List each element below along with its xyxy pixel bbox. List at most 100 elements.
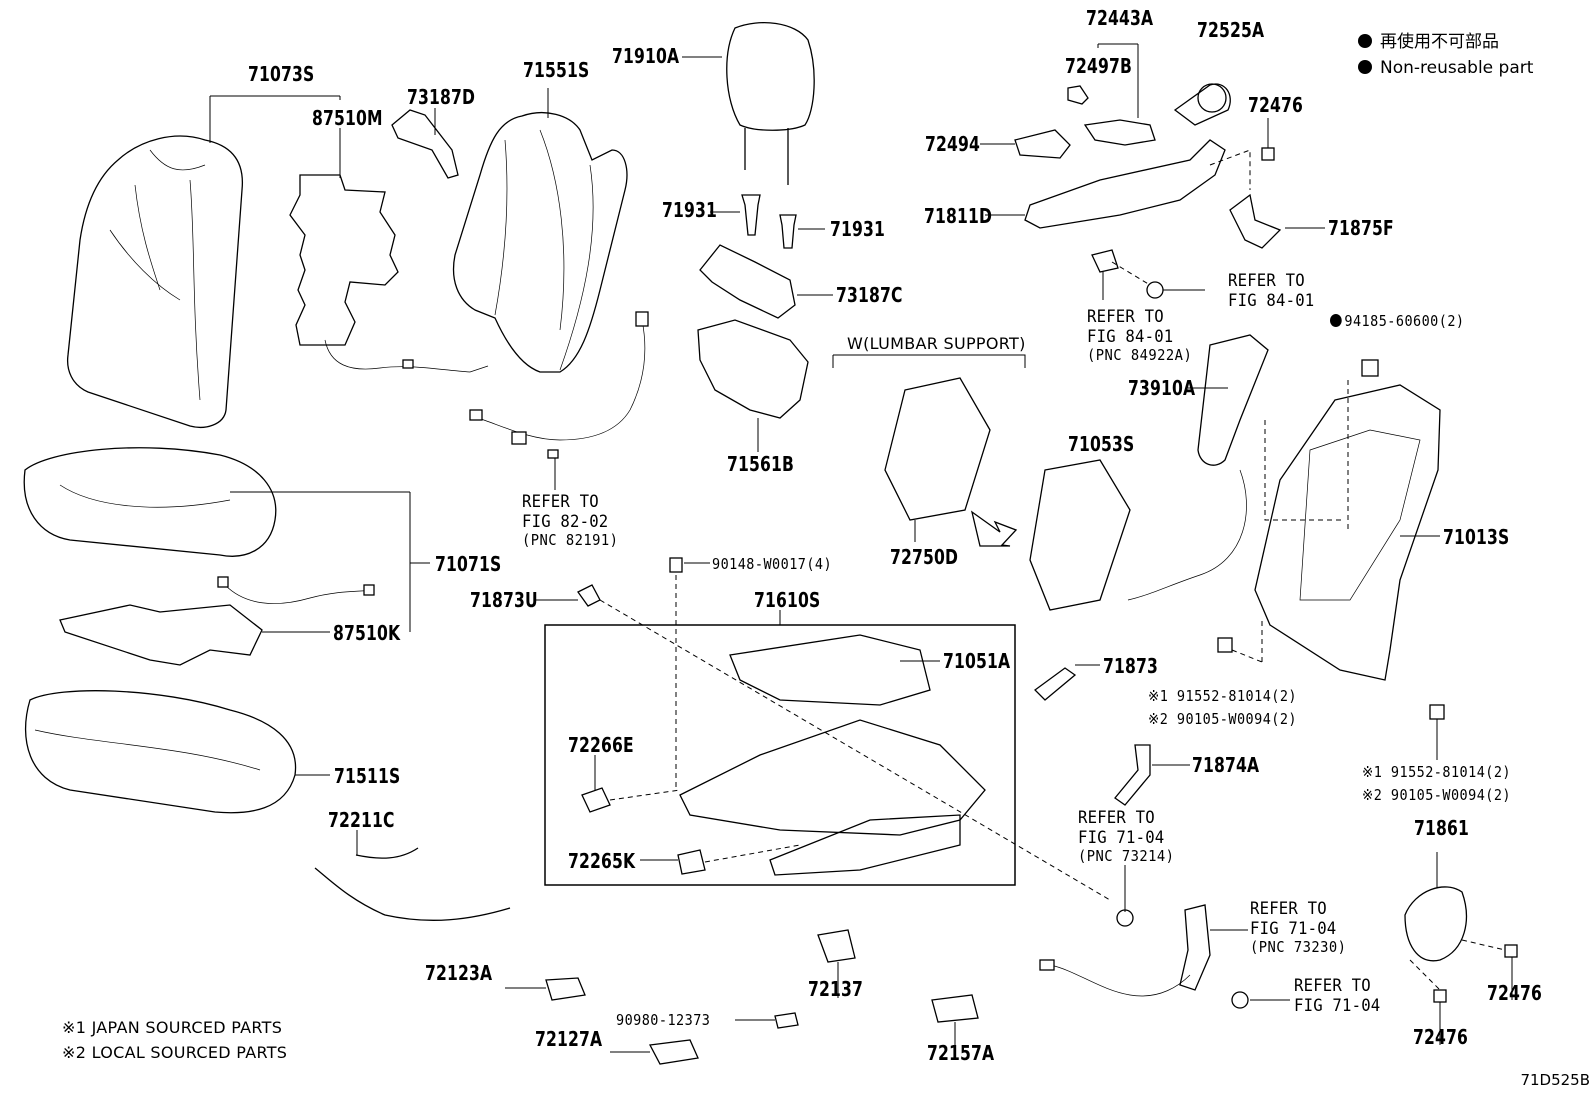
harness-82191-drawing — [477, 319, 646, 441]
spring-71051a-drawing — [729, 634, 931, 706]
part-label: 71874A — [1192, 753, 1260, 777]
lumbar-71053s-drawing — [1029, 459, 1131, 611]
part-label: 71073S — [248, 62, 315, 86]
lumbar-72750d-drawing — [884, 377, 991, 521]
part-label: 71610S — [754, 588, 821, 612]
bolt-label: ※1 91552-81014(2) — [1148, 687, 1298, 705]
part-label: 87510M — [312, 106, 383, 130]
cover-72265k-drawing — [677, 849, 706, 875]
part-label: 71811D — [924, 204, 993, 228]
nut-94185-drawing — [1361, 359, 1379, 377]
part-label: 72127A — [535, 1027, 603, 1051]
clip-72157a-drawing — [931, 994, 979, 1023]
part-label: 71875F — [1328, 216, 1394, 240]
part-label: 72443A — [1086, 6, 1154, 30]
part-label: 71551S — [523, 58, 590, 82]
part-label: 73187C — [836, 283, 903, 307]
part-label: 72123A — [425, 961, 493, 985]
cover-71875f-drawing — [1229, 193, 1282, 249]
cover-71561b-drawing — [697, 319, 809, 419]
bolt-90148-drawing — [669, 557, 683, 573]
arrow-drawing — [970, 510, 1018, 547]
bullet-icon — [1358, 34, 1372, 48]
seatback-pad-drawing — [452, 112, 628, 373]
shield-71811d-drawing — [1024, 139, 1226, 229]
part-label: 71071S — [435, 552, 502, 576]
part-label: 71013S — [1443, 525, 1510, 549]
cushion-cover-drawing — [23, 447, 277, 557]
seatback-cover-drawing — [66, 135, 243, 428]
part-label: 72750D — [890, 545, 959, 569]
buckle-drawing — [1179, 904, 1211, 991]
part-label: 71511S — [334, 764, 401, 788]
part-label: 71053S — [1068, 432, 1135, 456]
bolt-label: ※1 91552-81014(2) — [1362, 763, 1512, 781]
part-label: 72476 — [1248, 93, 1304, 117]
lumbar-support-label: W(LUMBAR SUPPORT) — [847, 334, 1026, 353]
part-label: 73910A — [1128, 376, 1196, 400]
legend-line-1: 再使用不可部品 — [1358, 32, 1499, 52]
lever-72497b-drawing — [1067, 85, 1089, 105]
note-local-sourced: ※2 LOCAL SOURCED PARTS — [62, 1043, 288, 1062]
airbag-73910a-drawing — [1197, 334, 1269, 466]
part-label: 71910A — [612, 44, 680, 68]
cover-72266e-drawing — [581, 787, 611, 813]
part-label: 90148-W0017(4) — [712, 555, 833, 573]
part-label: 72266E — [568, 733, 634, 757]
bolt-label: ※2 90105-W0094(2) — [1362, 786, 1512, 804]
clip-72127a-drawing — [648, 1039, 699, 1065]
headrest-guide-b-drawing — [779, 214, 797, 249]
part-label: 71561B — [727, 452, 795, 476]
part-label: 71931 — [662, 198, 718, 222]
bracket-71873u-drawing — [577, 584, 601, 607]
part-label: 72476 — [1487, 981, 1543, 1005]
cushion-heater-drawing — [59, 604, 263, 666]
cable-72211c-drawing — [314, 867, 511, 921]
seat-adjuster-box — [544, 624, 1016, 886]
lever-72443a-drawing — [1083, 119, 1156, 146]
bracket-71873-drawing — [1034, 667, 1077, 701]
seatback-heater-drawing — [289, 174, 489, 373]
part-label: 72137 — [808, 977, 864, 1001]
part-label: 71873U — [470, 588, 538, 612]
clip-72123a-drawing — [545, 977, 586, 1001]
part-label: 72265K — [568, 849, 636, 873]
headrest-drawing — [726, 22, 815, 185]
figure-code: 71D525B — [1520, 1071, 1590, 1089]
part-label: 71873 — [1103, 654, 1159, 678]
part-label: 71931 — [830, 217, 886, 241]
bracket-73187d-drawing — [391, 109, 459, 179]
adjuster-frame-drawing — [679, 719, 986, 836]
bracket-73187c-drawing — [699, 244, 796, 319]
part-label: 72497B — [1065, 54, 1133, 78]
part-label-94185: 94185-60600(2) — [1330, 313, 1464, 329]
part-label: 72211C — [328, 808, 395, 832]
clip-72476-drawing — [1261, 147, 1275, 161]
part-label: 71861 — [1414, 816, 1470, 840]
note-japan-sourced: ※1 JAPAN SOURCED PARTS — [62, 1018, 283, 1037]
part-label: 90980-12373 — [616, 1011, 711, 1029]
part-label: 72494 — [925, 132, 981, 156]
clip-90980-drawing — [774, 1012, 799, 1029]
cushion-pad-drawing — [24, 690, 297, 814]
part-label: 72157A — [927, 1041, 995, 1065]
part-label: 87510K — [333, 621, 401, 645]
headrest-guide-a-drawing — [741, 194, 761, 236]
part-label: 71051A — [943, 649, 1011, 673]
part-label: 72476 — [1413, 1025, 1469, 1049]
cover-72494-drawing — [1014, 129, 1071, 159]
anchor-71874a-drawing — [1114, 744, 1151, 806]
bullet-icon — [1358, 60, 1372, 74]
seatback-frame-drawing — [1254, 384, 1441, 681]
legend-line-2: Non-reusable part — [1358, 58, 1533, 78]
knob-72525a-drawing — [1173, 83, 1231, 126]
part-label: 73187D — [407, 85, 476, 109]
clip-72137-drawing — [817, 929, 856, 963]
